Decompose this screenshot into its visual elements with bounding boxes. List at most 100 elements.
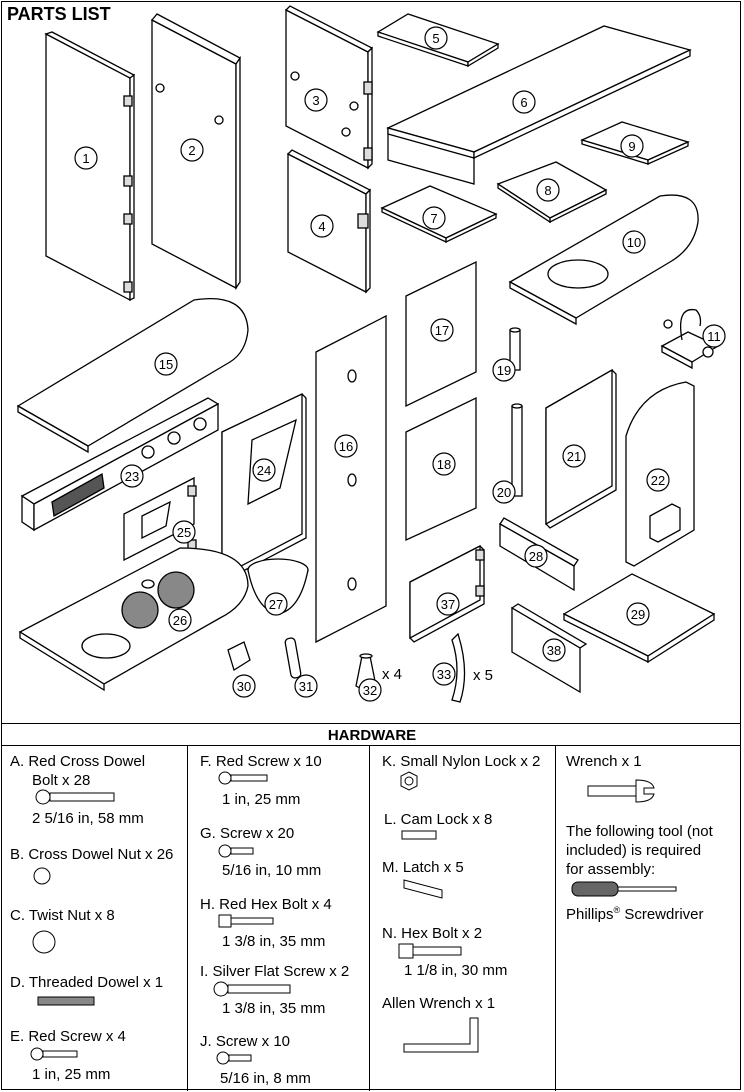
hardware-n-size: 1 1/8 in, 30 mm (404, 962, 508, 979)
part-number-24: 24 (257, 463, 271, 478)
part-10-counter (508, 194, 699, 326)
part-number-31: 31 (299, 679, 313, 694)
part-31-handle (284, 637, 302, 679)
part-number-32: 32 (363, 683, 377, 698)
tool-note-line3: for assembly: (566, 861, 656, 878)
hardware-g-size: 5/16 in, 10 mm (222, 862, 322, 879)
column-divider (187, 745, 188, 1091)
qty-32: x 4 (382, 666, 403, 683)
part-15-counter (16, 297, 249, 454)
part-number-16: 16 (339, 439, 353, 454)
hardware-g-label: G. Screw x 20 (200, 825, 295, 842)
parts-list-title: PARTS LIST (7, 4, 111, 24)
hardware-m-label: M. Latch x 5 (382, 859, 464, 876)
hardware-a-size: 2 5/16 in, 58 mm (32, 810, 144, 827)
part-number-33: 33 (437, 667, 451, 682)
hardware-i-label: I. Silver Flat Screw x 2 (200, 963, 350, 980)
part-number-1: 1 (82, 151, 89, 166)
part-16-panel (315, 314, 387, 644)
part-number-4: 4 (318, 219, 325, 234)
screwdriver-icon (571, 881, 677, 897)
part-33-handle (451, 632, 466, 703)
part-3-door (284, 5, 374, 170)
part-number-7: 7 (430, 211, 437, 226)
part-number-21: 21 (567, 449, 581, 464)
twist-nut-icon (32, 930, 56, 954)
hardware-wrench-label: Wrench x 1 (566, 753, 642, 770)
part-number-3: 3 (312, 93, 319, 108)
part-number-8: 8 (544, 183, 551, 198)
part-number-25: 25 (177, 525, 191, 540)
registered-mark: ® (613, 905, 621, 915)
part-number-26: 26 (173, 613, 187, 628)
hardware-e-size: 1 in, 25 mm (32, 1066, 111, 1083)
part-26-stove (18, 547, 249, 692)
part-6-top (386, 25, 692, 185)
allen-wrench-icon (403, 1017, 479, 1053)
hardware-h-label: H. Red Hex Bolt x 4 (200, 896, 332, 913)
tool-name-text: Phillips (566, 906, 614, 923)
part-number-5: 5 (432, 31, 439, 46)
hardware-title: HARDWARE (327, 727, 417, 744)
tool-name-suffix: Screwdriver (620, 906, 704, 923)
screw-icon (218, 771, 268, 785)
part-number-23: 23 (125, 469, 139, 484)
hardware-k-label: K. Small Nylon Lock x 2 (382, 753, 541, 770)
part-number-20: 20 (497, 485, 511, 500)
divider (1, 745, 741, 746)
hardware-b-label: B. Cross Dowel Nut x 26 (10, 846, 174, 863)
hardware-f-size: 1 in, 25 mm (222, 791, 301, 808)
hardware-j-label: J. Screw x 10 (200, 1033, 291, 1050)
nut-icon (33, 867, 51, 885)
cam-lock-icon (401, 830, 437, 840)
bolt-icon (218, 914, 274, 928)
hardware-h-size: 1 3/8 in, 35 mm (222, 933, 326, 950)
wrench-icon (587, 779, 655, 803)
hardware-allen-label: Allen Wrench x 1 (382, 995, 496, 1012)
tool-note-line2: included) is required (566, 842, 702, 859)
hardware-d-label: D. Threaded Dowel x 1 (10, 974, 164, 991)
part-number-9: 9 (628, 139, 635, 154)
dowel-icon (37, 996, 95, 1006)
part-number-30: 30 (237, 679, 251, 694)
lock-nut-icon (400, 771, 418, 791)
hardware-j-size: 5/16 in, 8 mm (220, 1070, 311, 1087)
bolt-icon (398, 943, 462, 959)
part-number-37: 37 (441, 597, 455, 612)
hardware-n-label: N. Hex Bolt x 2 (382, 925, 483, 942)
tool-name: Phillips® Screwdriver (566, 901, 704, 924)
hardware-c-label: C. Twist Nut x 8 (10, 907, 115, 924)
column-divider (369, 745, 370, 1091)
part-number-27: 27 (269, 597, 283, 612)
part-number-2: 2 (188, 143, 195, 158)
part-number-38: 38 (547, 643, 561, 658)
screw-icon (216, 1051, 252, 1065)
part-number-10: 10 (627, 235, 641, 250)
part-20-dowel (511, 403, 523, 497)
qty-33: x 5 (473, 667, 494, 684)
screw-icon (30, 1047, 78, 1061)
parts-illustration: 1234567891011151617181920212223242526272… (16, 5, 726, 703)
part-19-dowel (509, 327, 521, 371)
tool-note-line1: The following tool (not (566, 823, 713, 840)
part-number-15: 15 (159, 357, 173, 372)
column-divider (555, 745, 556, 1091)
screw-icon (218, 844, 254, 858)
bolt-icon (35, 789, 115, 805)
latch-icon (403, 879, 443, 899)
screw-icon (213, 981, 291, 997)
part-30-bracket (227, 641, 251, 672)
part-number-11: 11 (707, 329, 721, 344)
divider (1, 723, 741, 724)
part-number-6: 6 (520, 95, 527, 110)
part-27-bowl (247, 558, 309, 615)
hardware-a-label: A. Red Cross Dowel (10, 753, 146, 770)
part-number-28: 28 (529, 549, 543, 564)
hardware-i-size: 1 3/8 in, 35 mm (222, 1000, 326, 1017)
hardware-l-label: L. Cam Lock x 8 (384, 811, 493, 828)
hardware-e-label: E. Red Screw x 4 (10, 1028, 126, 1045)
part-number-17: 17 (435, 323, 449, 338)
part-number-19: 19 (497, 363, 511, 378)
part-number-18: 18 (437, 457, 451, 472)
